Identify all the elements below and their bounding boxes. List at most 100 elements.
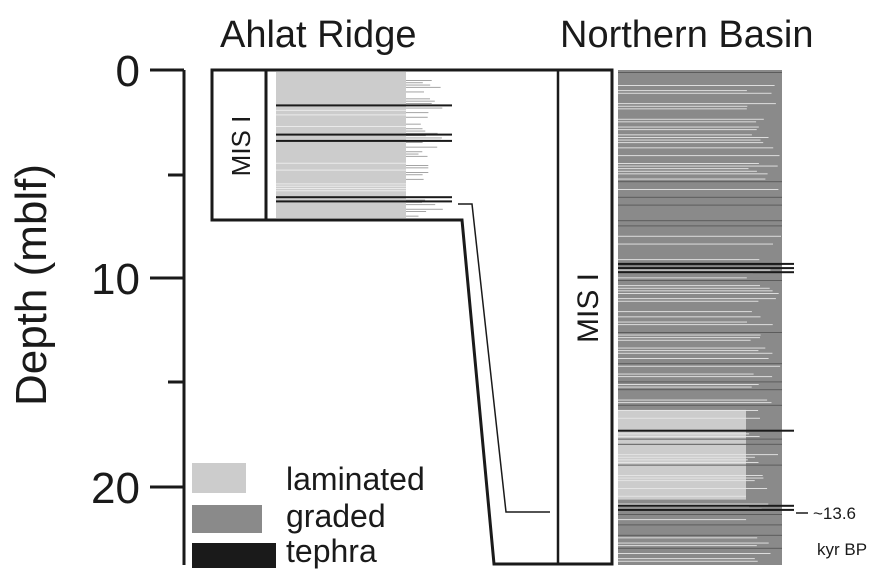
lamina-stripe: [618, 337, 760, 339]
lamina-stripe: [406, 112, 429, 114]
lamina-stripe: [618, 137, 769, 138]
lamina-stripe: [618, 547, 782, 549]
tephra-layer: [618, 262, 794, 265]
lamina-stripe: [618, 384, 759, 385]
lamina-stripe: [618, 436, 760, 437]
lamina-stripe: [618, 514, 782, 515]
age-annotation-value: ~13.6: [813, 504, 856, 523]
lamina-stripe: [618, 404, 782, 406]
lamina-stripe: [618, 480, 755, 482]
lamina-stripe: [618, 558, 755, 560]
correlation-outline: [210, 68, 614, 566]
ahlat-tephra-layers: [276, 104, 452, 203]
ahlat-ridge-core: [276, 72, 452, 218]
lamina-stripe: [618, 85, 775, 86]
lamina-stripe: [618, 189, 779, 190]
legend-swatch-tephra: [192, 543, 276, 568]
lamina-stripe: [618, 142, 764, 144]
lamina-stripe: [618, 204, 782, 206]
lamina-stripe: [618, 488, 768, 489]
tick-label-0: 0: [116, 47, 140, 96]
basin-unit-label: MIS I: [572, 273, 605, 343]
lamina-stripe: [618, 269, 771, 271]
lamina-stripe: [618, 293, 779, 294]
lamina-stripe: [406, 100, 435, 102]
lamina-stripe: [406, 142, 423, 143]
lamina-stripe: [276, 185, 406, 187]
lamina-stripe: [406, 167, 429, 169]
northern-basin-core: [618, 70, 794, 565]
legend-swatch-graded: [192, 505, 262, 533]
lamina-stripe: [618, 235, 781, 237]
ahlat-laminated-block: [276, 72, 406, 218]
lamina-stripe: [618, 243, 773, 245]
lamina-stripe: [618, 545, 757, 547]
lamina-stripe: [618, 181, 782, 183]
lamina-stripe: [618, 475, 763, 476]
lamina-stripe: [276, 109, 406, 111]
lamina-stripe: [276, 162, 406, 164]
tephra-layer: [618, 429, 794, 432]
tephra-layer: [276, 200, 452, 203]
tick-label-10: 10: [91, 255, 140, 304]
ahlat-laminae-stripes: [276, 80, 443, 217]
lamina-stripe: [618, 477, 764, 479]
lamina-stripe: [618, 519, 747, 521]
lamina-stripe: [618, 417, 760, 419]
lamina-stripe: [618, 321, 747, 323]
lamina-stripe: [618, 92, 772, 94]
lamina-stripe: [618, 259, 760, 261]
legend: laminated graded tephra: [192, 461, 425, 569]
lamina-stripe: [618, 178, 766, 180]
ahlat-unit-label: MIS I: [226, 116, 256, 177]
lamina-stripe: [618, 542, 769, 544]
lamina-stripe: [618, 495, 746, 497]
lamina-stripe: [618, 553, 771, 554]
lamina-stripe: [276, 183, 406, 185]
tephra-layer: [618, 504, 794, 507]
legend-swatch-laminated: [192, 463, 246, 493]
lamina-stripe: [406, 130, 426, 132]
lamina-stripe: [618, 324, 773, 326]
lamina-stripe: [406, 178, 424, 180]
lamina-stripe: [406, 80, 432, 81]
lamina-stripe: [618, 560, 758, 562]
tephra-layer: [618, 508, 794, 511]
lamina-stripe: [276, 188, 406, 189]
lamina-stripe: [618, 105, 748, 107]
lamina-stripe: [618, 376, 773, 378]
lamina-stripe: [618, 365, 781, 367]
lamina-stripe: [618, 399, 768, 401]
lamina-stripe: [618, 196, 782, 198]
lamina-stripe: [618, 147, 774, 149]
lamina-stripe: [276, 126, 406, 127]
lamina-stripe: [406, 208, 443, 210]
lamina-stripe: [406, 91, 424, 93]
lamina-stripe: [618, 72, 782, 73]
tephra-layer: [618, 267, 794, 270]
lamina-stripe: [406, 204, 436, 206]
tephra-correlation-line: [458, 203, 550, 513]
lamina-stripe: [406, 123, 421, 125]
lamina-stripe: [618, 280, 782, 281]
legend-label-tephra: tephra: [286, 533, 377, 569]
lamina-stripe: [406, 84, 431, 86]
title-northern-basin: Northern Basin: [560, 14, 813, 56]
lamina-stripe: [618, 170, 757, 172]
lamina-stripe: [406, 103, 432, 104]
lamina-stripe: [618, 285, 760, 287]
lamina-stripe: [406, 82, 423, 84]
lamina-stripe: [406, 137, 442, 139]
lamina-stripe: [618, 358, 769, 359]
title-ahlat-ridge: Ahlat Ridge: [220, 14, 416, 56]
lamina-stripe: [406, 128, 423, 130]
lamina-stripe: [618, 168, 749, 170]
lamina-stripe: [618, 173, 768, 175]
lamina-stripe: [618, 402, 772, 404]
tephra-layer: [276, 133, 452, 136]
lamina-stripe: [618, 443, 782, 445]
lamina-stripe: [618, 332, 782, 333]
lamina-stripe: [618, 410, 759, 411]
lamina-stripe: [618, 165, 778, 167]
